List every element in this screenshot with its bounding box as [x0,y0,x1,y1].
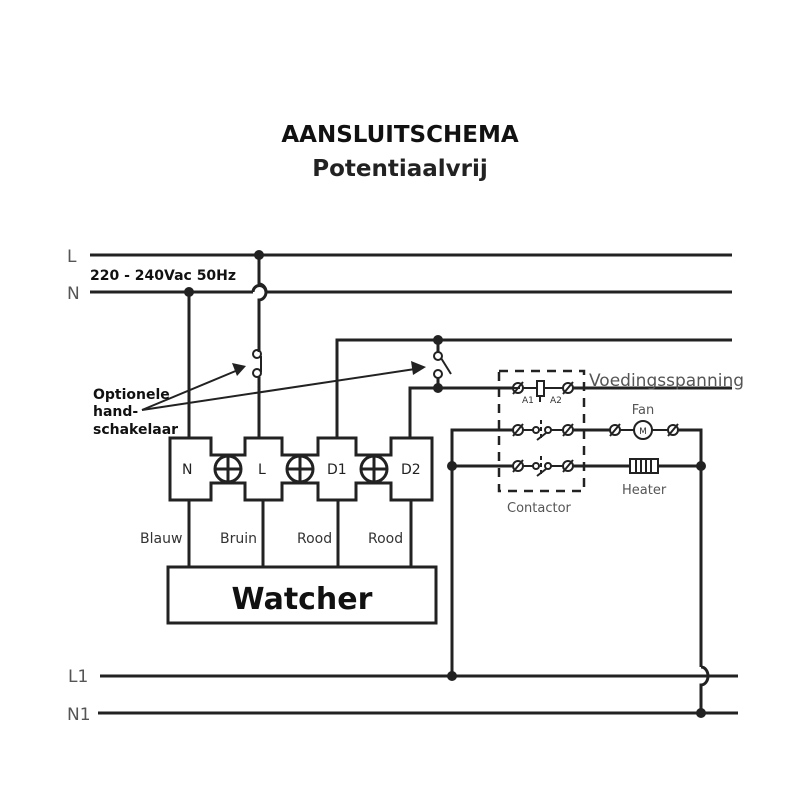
contactor-coil [536,380,545,397]
junction-dot [447,671,457,681]
switch-contact [252,368,262,378]
arrow-line-1 [141,369,239,411]
arrow-head-1 [232,363,246,376]
contactor-label: Contactor [507,501,572,516]
heater-label: Heater [622,483,667,498]
device-label: Watcher [232,582,373,617]
terminal-screw-icon [213,454,243,484]
contact-point [532,426,540,434]
wire-crossover-N1 [699,665,710,713]
wire-color-label: Rood [368,531,403,547]
junction-dot [696,461,706,471]
terminal-D2[interactable]: D2 [401,462,421,478]
coil-a2-label: A2 [550,396,562,406]
screw-terminal-icon [562,381,574,395]
manual-switch-2 [440,357,452,375]
contact-point [544,462,552,470]
coil-a1-label: A1 [522,396,534,406]
wire-L1-feed [450,428,513,672]
screw-terminal-icon [562,423,574,437]
heater-icon [629,458,659,474]
diagram-subtitle: Potentiaalvrij [312,156,488,182]
terminal-screw-icon [285,454,315,484]
wire-D1 [335,338,732,438]
terminal-screw-icon [359,454,389,484]
fan-label: Fan [632,403,655,418]
screw-terminal-icon [609,423,621,437]
contact-point [532,462,540,470]
motor-symbol: M [639,427,647,437]
annotation-line-1: Optionele [93,387,170,403]
terminal-strip: N L D1 D2 [168,436,434,502]
screw-terminal-icon [512,423,524,437]
screw-terminal-icon [512,459,524,473]
switch-contact [252,349,262,359]
supply-line-label: L [67,247,77,267]
wire-color-label: Blauw [140,531,182,547]
watcher-device [166,565,438,625]
terminal-L[interactable]: L [258,462,266,478]
wire-color-label: Rood [297,531,332,547]
contact-point [544,426,552,434]
junction-dot [696,708,706,718]
screw-terminal-icon [667,423,679,437]
wire-D2 [408,386,513,438]
switch-contact [433,351,443,361]
arrow-line-2 [141,368,416,411]
terminal-N[interactable]: N [182,462,192,478]
arrow-head-2 [411,361,426,375]
screw-terminal-icon [562,459,574,473]
wire-return [678,428,703,667]
annotation-line-3: schakelaar [93,422,178,438]
wire-color-label: Bruin [220,531,257,547]
load-line-label: L1 [68,667,88,687]
switch-contact [433,369,443,379]
wire-L [257,255,268,352]
annotation-line-2: hand- [93,404,138,420]
supply-neutral-label: N [67,284,80,304]
load-neutral-label: N1 [67,705,91,725]
coil-supply-label: Voedingsspanning [589,371,744,391]
supply-voltage-label: 220 - 240Vac 50Hz [90,268,236,284]
terminal-D1[interactable]: D1 [327,462,347,478]
terminal-block-outline [168,436,434,502]
diagram-title: AANSLUITSCHEMA [281,122,519,148]
